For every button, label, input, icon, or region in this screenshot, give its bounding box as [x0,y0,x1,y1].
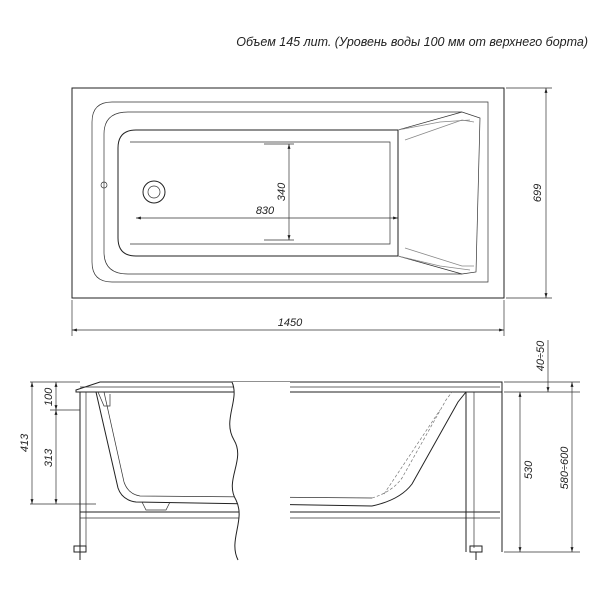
depth-label: 313 [43,448,55,467]
leg-adjust-label: 40÷50 [535,340,547,371]
total-width-label: 699 [532,184,544,202]
side-view: 100 313 413 530 40÷50 580÷600 [19,340,580,561]
inner-width-label: 340 [276,182,288,201]
top-view: 830 340 1450 699 [71,87,552,336]
rim-height-label: 100 [43,387,55,406]
inner-length-label: 830 [256,205,275,217]
total-height-label: 413 [19,433,31,452]
panel-height-label: 530 [523,460,535,479]
volume-note: Объем 145 лит. (Уровень воды 100 мм от в… [236,35,588,49]
total-length-label: 1450 [278,317,303,329]
overall-height-label: 580÷600 [559,446,571,490]
